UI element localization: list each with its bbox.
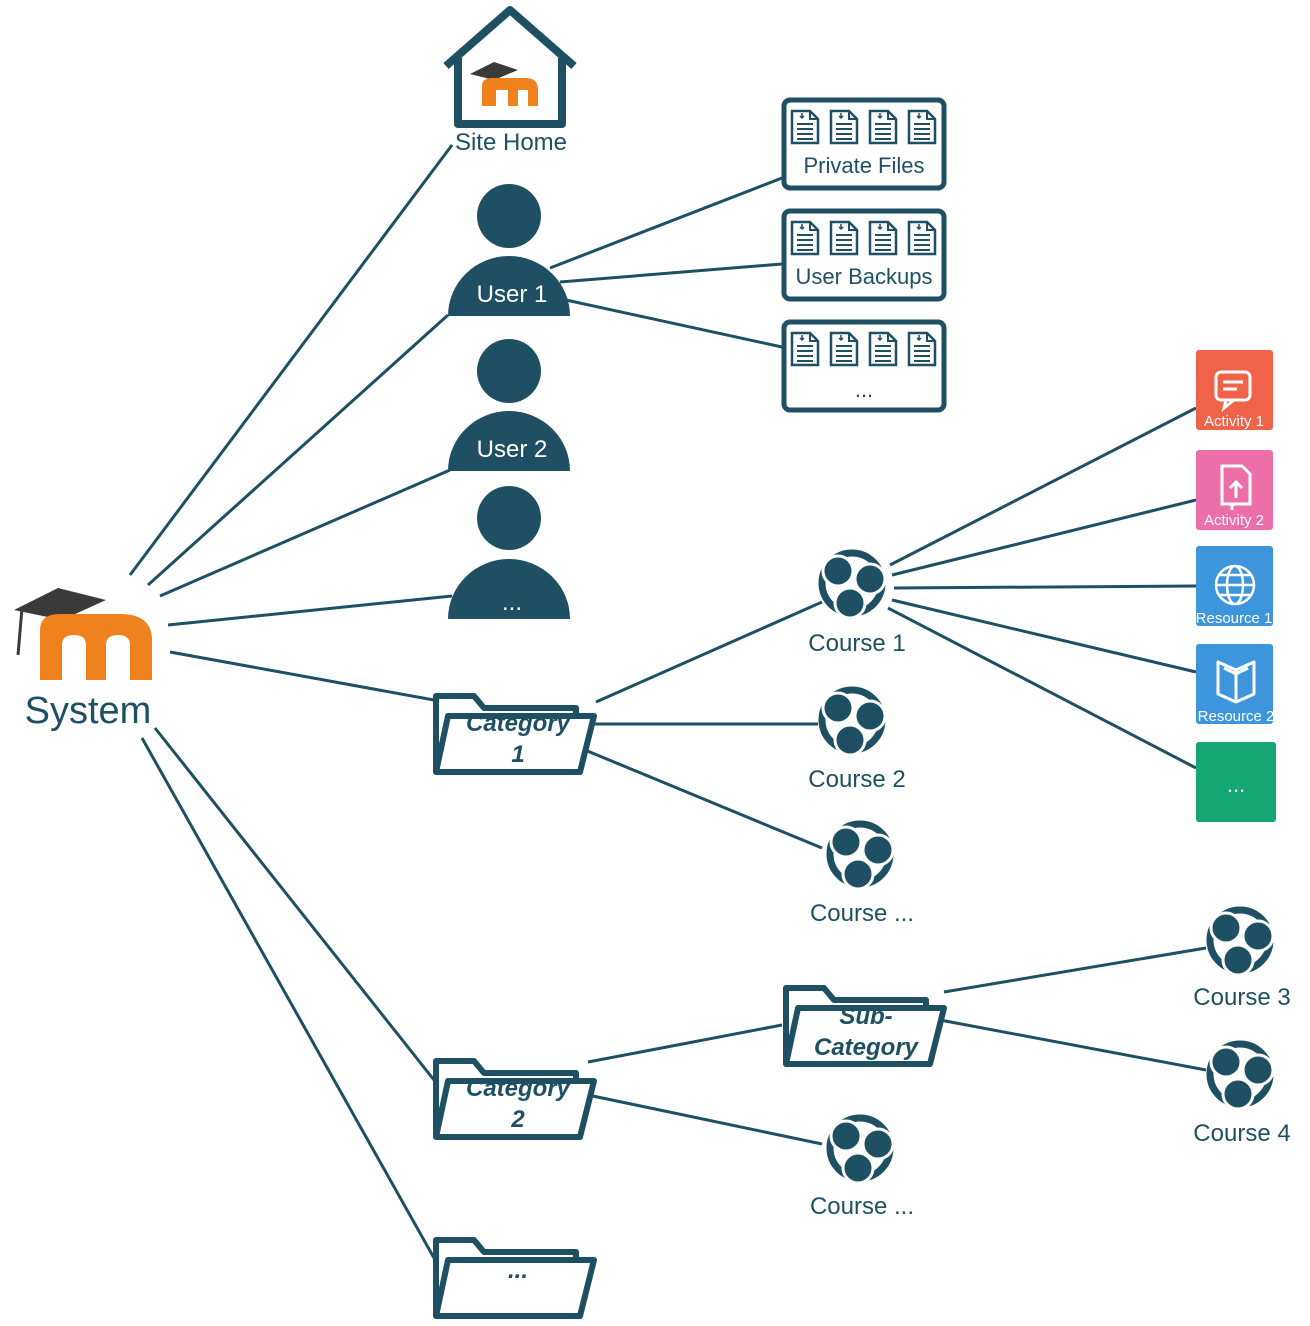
file-area-node[interactable]: ... [781,319,947,413]
file-area-label: User Backups [796,264,933,289]
category-label: ... [508,1257,528,1284]
subcategory-node[interactable]: Sub- Category [786,988,944,1064]
course-icon [1210,910,1273,975]
course-label: Course 4 [1193,1120,1290,1147]
resource-tile[interactable]: Resource 1 [1196,546,1273,627]
site-home-node[interactable]: Site Home [443,6,577,156]
person-icon [448,339,570,471]
user-node[interactable]: ... [448,486,570,619]
file-area-box [781,319,947,413]
chat-bubble-icon [1214,370,1252,412]
activity-tile[interactable]: Activity 1 [1196,350,1273,430]
file-area-node[interactable]: User Backups [781,208,947,302]
globe-icon [1214,564,1256,606]
tile-label: Activity 2 [1204,512,1264,529]
person-icon [448,184,570,316]
file-area-label: ... [855,377,873,402]
subcategory-label: Sub- [839,1003,892,1030]
user-node[interactable]: User 1 [448,184,570,316]
tile-label: ... [1227,772,1245,797]
category-label: Category [466,710,572,737]
course-label: Course 1 [808,630,905,657]
course-icon [822,553,885,618]
course-label: Course 3 [1193,984,1290,1011]
course-icon [822,690,885,755]
category-node[interactable]: ... [436,1240,594,1316]
house-moodle-icon [443,6,577,128]
system-label: System [25,690,152,732]
category-label: 1 [511,741,524,768]
course-icon [830,824,893,889]
course-node[interactable]: Course ... [810,824,914,927]
more-modules-tile[interactable]: ... [1196,742,1276,822]
course-icon [830,1118,893,1183]
site-home-label: Site Home [455,129,567,156]
tile-background [1196,742,1276,822]
user-label: User 2 [477,436,548,463]
system-node[interactable]: System [14,588,152,732]
user-node[interactable]: User 2 [448,339,570,471]
course-node[interactable]: Course 2 [808,690,906,793]
book-icon [1216,660,1256,704]
activity-tile[interactable]: Activity 2 [1196,450,1273,530]
category-label: Category [466,1075,572,1102]
course-label: Course 2 [808,766,905,793]
person-icon [448,486,570,619]
course-node[interactable]: Course 4 [1193,1044,1291,1147]
category-node[interactable]: Category 1 [436,696,594,772]
course-icon [1210,1044,1273,1109]
course-label: Course ... [810,900,914,927]
course-node[interactable]: Course 1 [808,553,906,657]
tile-label: Activity 1 [1204,413,1264,430]
connector-lines [128,144,1207,1259]
file-upload-icon [1220,464,1252,510]
file-area-box [781,208,947,302]
resource-tile[interactable]: Resource 2 [1196,644,1274,725]
subcategory-label: Category [814,1034,920,1061]
user-label: ... [502,589,522,616]
category-node[interactable]: Category 2 [436,1061,594,1137]
course-node[interactable]: Course 3 [1193,910,1291,1011]
course-node[interactable]: Course ... [810,1118,914,1220]
moodle-logo [14,588,152,680]
file-area-box [781,97,947,191]
category-label: 2 [510,1106,525,1133]
tile-label: Resource 2 [1198,708,1275,725]
file-area-node[interactable]: Private Files [781,97,947,191]
tile-label: Resource 1 [1196,610,1273,627]
file-area-label: Private Files [803,153,924,178]
course-label: Course ... [810,1193,914,1220]
user-label: User 1 [477,281,548,308]
